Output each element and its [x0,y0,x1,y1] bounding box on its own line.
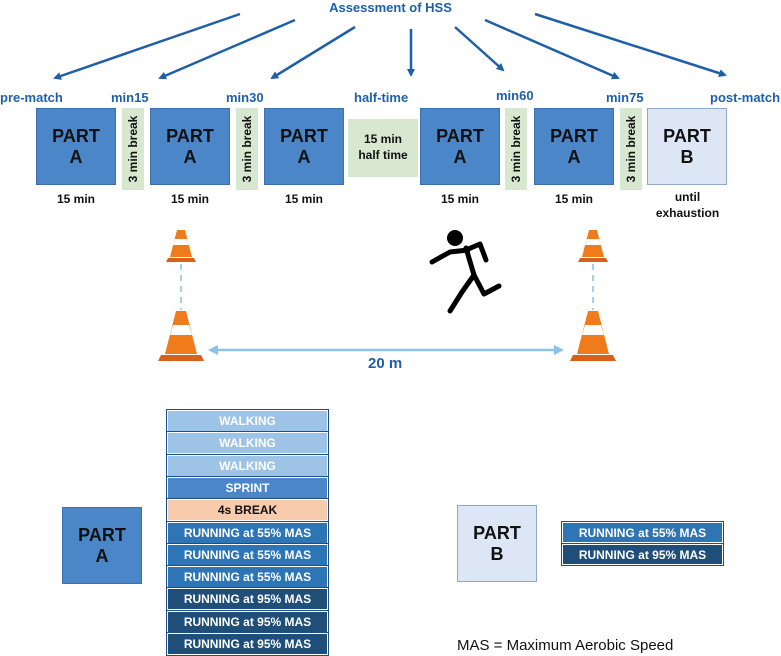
arrow-pre-match [53,12,241,80]
part-label: PART [473,522,521,543]
break-label: 3 min break [126,115,140,183]
part-label: PART [663,125,711,146]
label-min15: min15 [111,90,149,105]
timeline-part-a: PART A [534,108,614,185]
break-label: 3 min break [509,115,523,183]
label-pre-match: pre-match [0,90,63,105]
break-block: 3 min break [505,108,527,190]
part-label: PART [78,524,126,545]
assessment-title: Assessment of HSS [329,0,452,15]
break-block: 3 min break [236,108,258,190]
part-label: PART [280,125,328,146]
halftime-block: 15 min half time [348,119,418,177]
label-min60: min60 [496,88,534,103]
break-label: 3 min break [624,115,638,183]
protocol-row-break: 4s BREAK [166,498,329,523]
label-post-match: post-match [710,90,781,105]
runner-icon [429,230,502,314]
assessment-arrows [53,12,727,80]
protocol-row-run55: RUNNING at 55% MAS [561,521,724,544]
part-label: PART [550,125,598,146]
duration-label: 15 min [554,192,593,206]
part-letter: A [453,146,467,167]
duration-label: 15 min [284,192,323,206]
part-label: PART [52,125,100,146]
break-block: 3 min break [620,108,642,190]
detail-part-a: PART A [62,507,142,584]
timeline-part-a: PART A [420,108,500,185]
arrow-post-match [534,12,727,77]
until-text: until [674,190,701,204]
distance-label: 20 m [368,355,403,372]
part-label: PART [436,125,484,146]
timeline-part-b: PART B [647,108,727,185]
label-min30: min30 [226,90,264,105]
duration-label: 15 min [170,192,209,206]
part-letter: A [567,146,581,167]
protocol-row-run55: RUNNING at 55% MAS [166,542,329,567]
cone-icon [578,230,608,262]
cone-icon [570,311,616,361]
timeline-part-a: PART A [36,108,116,185]
part-letter: B [490,543,504,564]
break-block: 3 min break [122,108,144,190]
halftime-label: half time [358,148,408,162]
protocol-row-sprint: SPRINT [166,475,329,500]
halftime-duration: 15 min [363,132,402,147]
arrow-min30 [270,25,356,80]
duration-label: 15 min [440,192,479,206]
footnote: MAS = Maximum Aerobic Speed [457,637,674,654]
protocol-row-walk: WALKING [166,453,329,478]
timeline-part-a: PART A [150,108,230,185]
break-label: 3 min break [240,115,254,183]
part-letter: A [183,146,197,167]
cone-icon [158,311,204,361]
label-half-time: half-time [354,90,409,105]
protocol-row-walk: WALKING [166,409,329,433]
part-label: PART [166,125,214,146]
part-letter: A [297,146,311,167]
label-min75: min75 [606,90,644,105]
duration-label: 15 min [56,192,95,206]
protocol-row-run55: RUNNING at 55% MAS [166,520,329,545]
part-letter: B [680,146,694,167]
timeline-part-a: PART A [264,108,344,185]
protocol-row-run95: RUNNING at 95% MAS [166,632,329,656]
protocol-row-run55: RUNNING at 55% MAS [166,565,329,590]
protocol-row-run95: RUNNING at 95% MAS [561,543,724,566]
part-letter: A [95,545,109,566]
arrow-min75 [484,18,620,80]
arrow-min60 [454,26,505,72]
exhaustion-text: exhaustion [655,205,720,220]
arrow-min15 [158,18,296,80]
protocol-row-run95: RUNNING at 95% MAS [166,587,329,612]
detail-part-b: PART B [457,505,537,582]
until-exhaustion-label: until exhaustion [640,190,735,221]
protocol-row-walk: WALKING [166,431,329,456]
part-letter: A [69,146,83,167]
protocol-row-run95: RUNNING at 95% MAS [166,609,329,634]
cone-icon [166,230,196,262]
